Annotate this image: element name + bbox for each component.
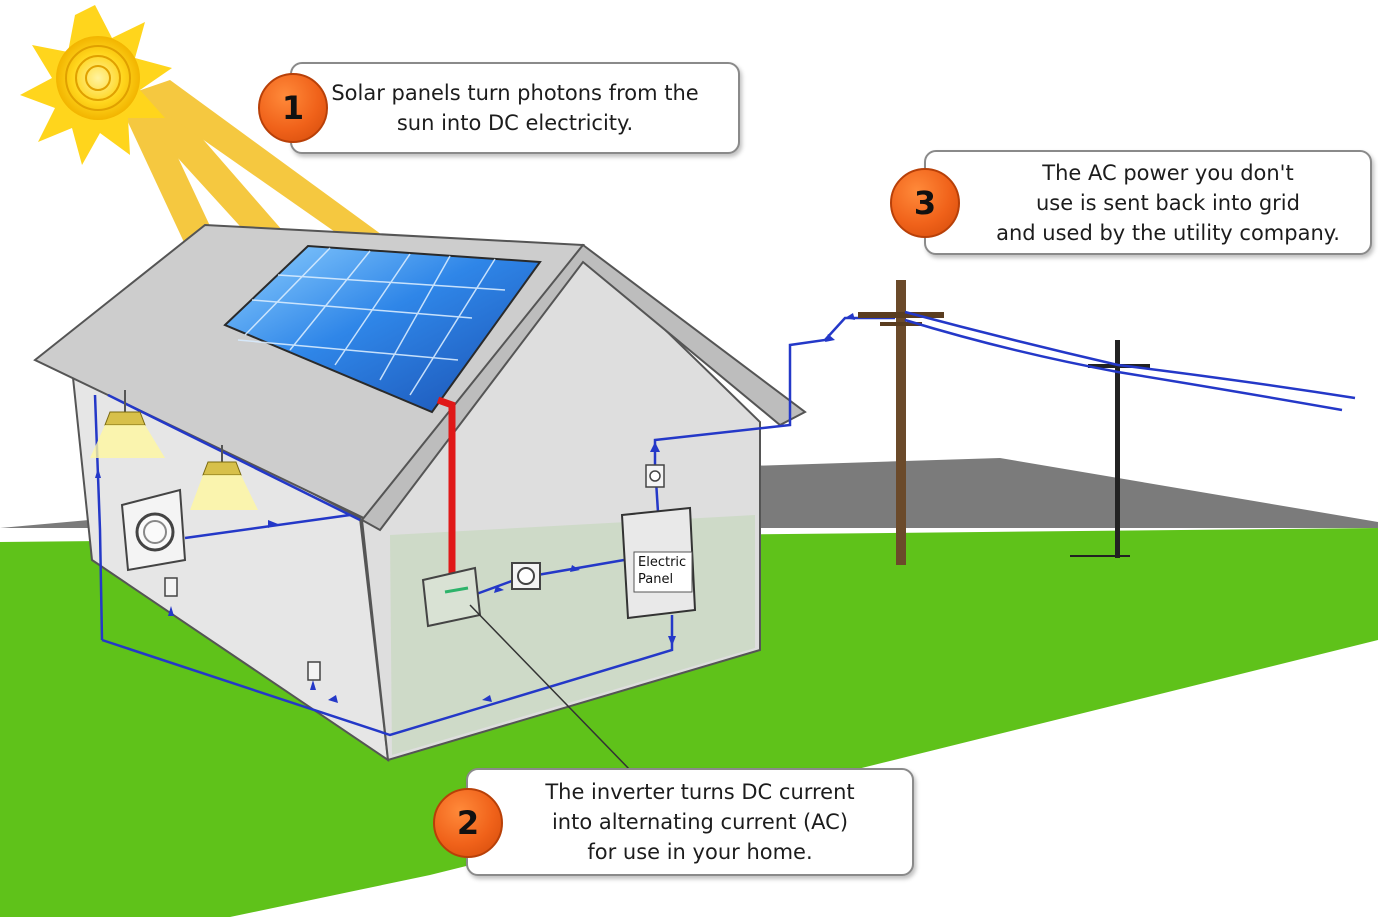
callout-1-badge: 1 (258, 73, 328, 143)
ceiling-light-icon (190, 445, 258, 510)
current-arrows (95, 313, 855, 703)
electric-panel-box (620, 506, 697, 620)
callout-3-badge: 3 (890, 168, 960, 238)
power-lines (904, 310, 1356, 412)
solar-panel-array (223, 244, 542, 414)
callout-1-text: Solar panels turn photons from the sun i… (331, 81, 699, 135)
utility-meter-icon (645, 464, 665, 488)
callout-2-box: The inverter turns DC current into alter… (466, 768, 914, 876)
electric-panel-label: Electric Panel (638, 555, 687, 587)
callout-2-number: 2 (456, 804, 480, 842)
outlet-icon (307, 661, 321, 681)
washing-machine-icon (120, 488, 187, 572)
callout-3-number: 3 (913, 184, 937, 222)
callout-3-box: The AC power you don't use is sent back … (924, 150, 1372, 255)
callout-2-badge: 2 (433, 788, 503, 858)
sun-icon (20, 5, 172, 165)
callout-1-number: 1 (281, 89, 305, 127)
dc-wire (436, 396, 456, 575)
inverter-pointer-line (469, 604, 633, 773)
ceiling-light-icon (90, 390, 165, 458)
utility-pole-near (858, 280, 944, 565)
outlet-icon (164, 577, 178, 597)
house-roof-eave (360, 243, 807, 532)
ac-disconnect-icon (511, 562, 541, 590)
callout-3-text: The AC power you don't use is sent back … (996, 160, 1340, 245)
callout-1-box: Solar panels turn photons from the sun i… (290, 62, 740, 154)
callout-2-text: The inverter turns DC current into alter… (545, 780, 855, 864)
